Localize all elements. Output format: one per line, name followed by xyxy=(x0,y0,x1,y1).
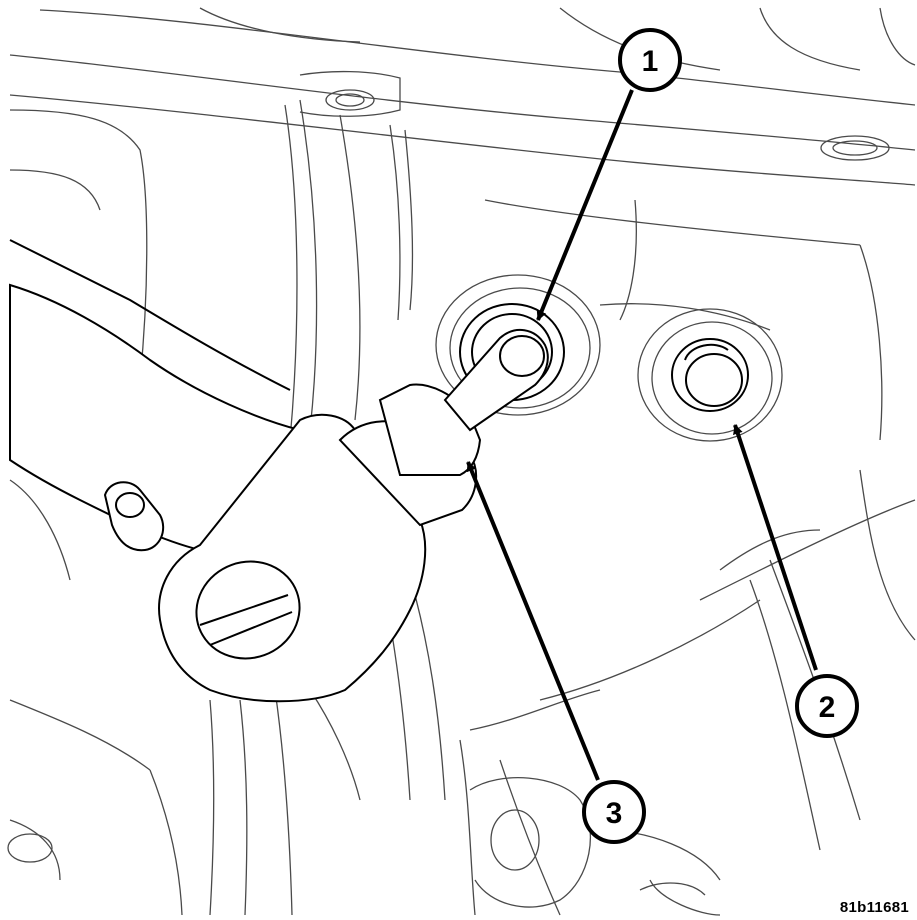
figure-id: 81b11681 xyxy=(839,899,909,916)
leader-2 xyxy=(733,424,818,671)
callout-3-label: 3 xyxy=(606,797,623,830)
callout-1: 1 xyxy=(618,28,682,92)
engine-casting-outline xyxy=(7,7,916,916)
plug-bore-2 xyxy=(671,338,749,412)
callout-2-label: 2 xyxy=(819,691,836,724)
leader-1 xyxy=(536,89,634,321)
callout-1-label: 1 xyxy=(642,45,659,78)
leader-3 xyxy=(466,461,600,781)
callout-2: 2 xyxy=(795,674,859,738)
ratchet-wrench xyxy=(9,239,549,703)
leader-arrows xyxy=(466,89,818,781)
callout-3: 3 xyxy=(582,780,646,844)
plug-hole-1 xyxy=(435,274,601,416)
plug-hole-2 xyxy=(637,308,783,442)
